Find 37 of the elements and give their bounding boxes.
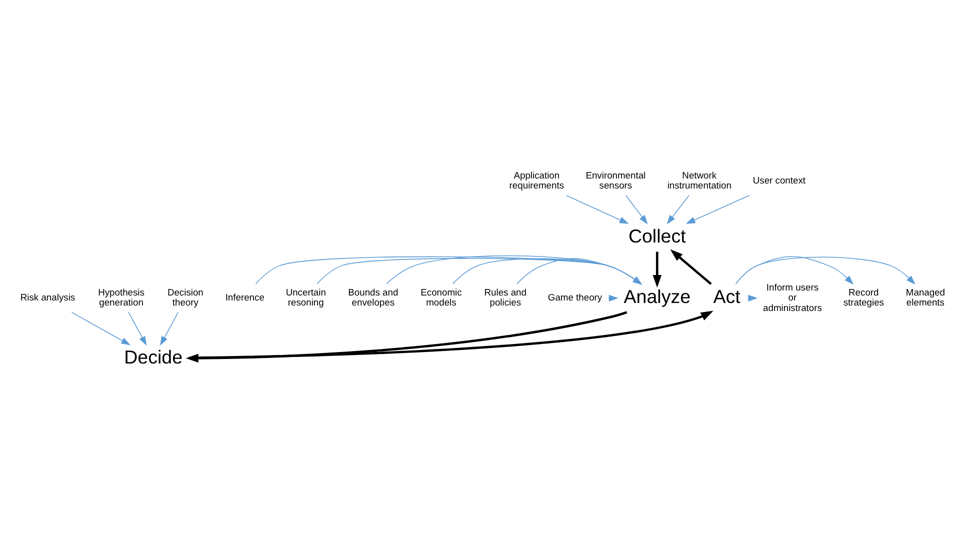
arrow: [316, 258, 642, 285]
node-text: Decision theory: [167, 288, 204, 308]
node-text: Managed elements: [906, 288, 946, 308]
arrow: [686, 195, 750, 224]
node-text: Inform users or administrators: [763, 282, 822, 313]
node-text: Economic models: [420, 288, 462, 308]
node-text: Game theory: [548, 292, 602, 303]
arrow: [652, 252, 662, 288]
arrow: [189, 310, 714, 359]
arrow: [666, 195, 690, 224]
node-text: Record strategies: [843, 288, 884, 308]
node-text: User context: [752, 176, 806, 186]
node-text: Hypothesis generation: [98, 288, 144, 308]
arrow: [735, 256, 854, 285]
node-text: Act: [713, 286, 740, 308]
node-text: Collect: [628, 225, 686, 246]
node-text: Network instrumentation: [667, 170, 732, 191]
arrow: [160, 312, 179, 346]
arrow: [670, 249, 712, 285]
node-text: Uncertain resoning: [286, 288, 326, 308]
node-text: Bounds and envelopes: [348, 288, 398, 308]
node-text: Decide: [124, 346, 183, 368]
arrow: [452, 258, 642, 285]
node-text: Environmental sensors: [586, 170, 646, 191]
arrow: [128, 312, 147, 346]
node-text: Rules and policies: [484, 288, 526, 308]
node-text: Risk analysis: [20, 292, 76, 303]
arrow: [516, 258, 642, 285]
arrow: [255, 256, 642, 285]
arrow: [735, 256, 916, 285]
arrow: [386, 255, 642, 285]
arrow: [626, 195, 648, 224]
node-text: Inference: [225, 292, 264, 303]
arrow: [566, 195, 629, 224]
node-text: Application requirements: [509, 170, 564, 191]
node-text: Analyze: [624, 286, 691, 308]
arrow: [71, 312, 131, 346]
